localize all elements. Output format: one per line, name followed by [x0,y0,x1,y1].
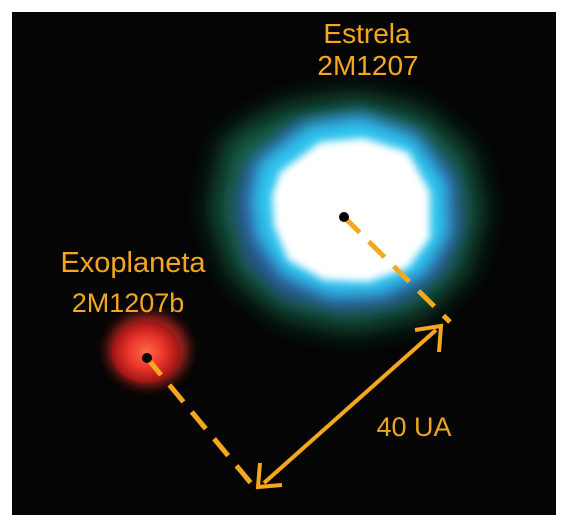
planet-name-label: Exoplaneta [60,247,206,279]
star-center-dot [339,212,349,222]
exoplanet-glow [108,314,188,386]
arrowhead-upper [414,323,444,353]
distance-arrow [255,323,444,490]
distance-label: 40 UA [376,412,452,442]
arrowhead-lower [255,462,283,490]
star-name-label: Estrela [323,18,411,49]
planet-designation-label: 2M1207b [71,288,185,318]
star-glow [212,96,482,330]
star-designation-label: 2M1207 [317,50,419,81]
star-guide-line [342,215,452,324]
planet-guide-line [145,356,257,490]
scene-graphics [108,96,482,490]
planet-center-dot [142,353,152,363]
astronomy-image: Estrela 2M1207 Exoplaneta 2M1207b 40 UA [12,12,556,515]
